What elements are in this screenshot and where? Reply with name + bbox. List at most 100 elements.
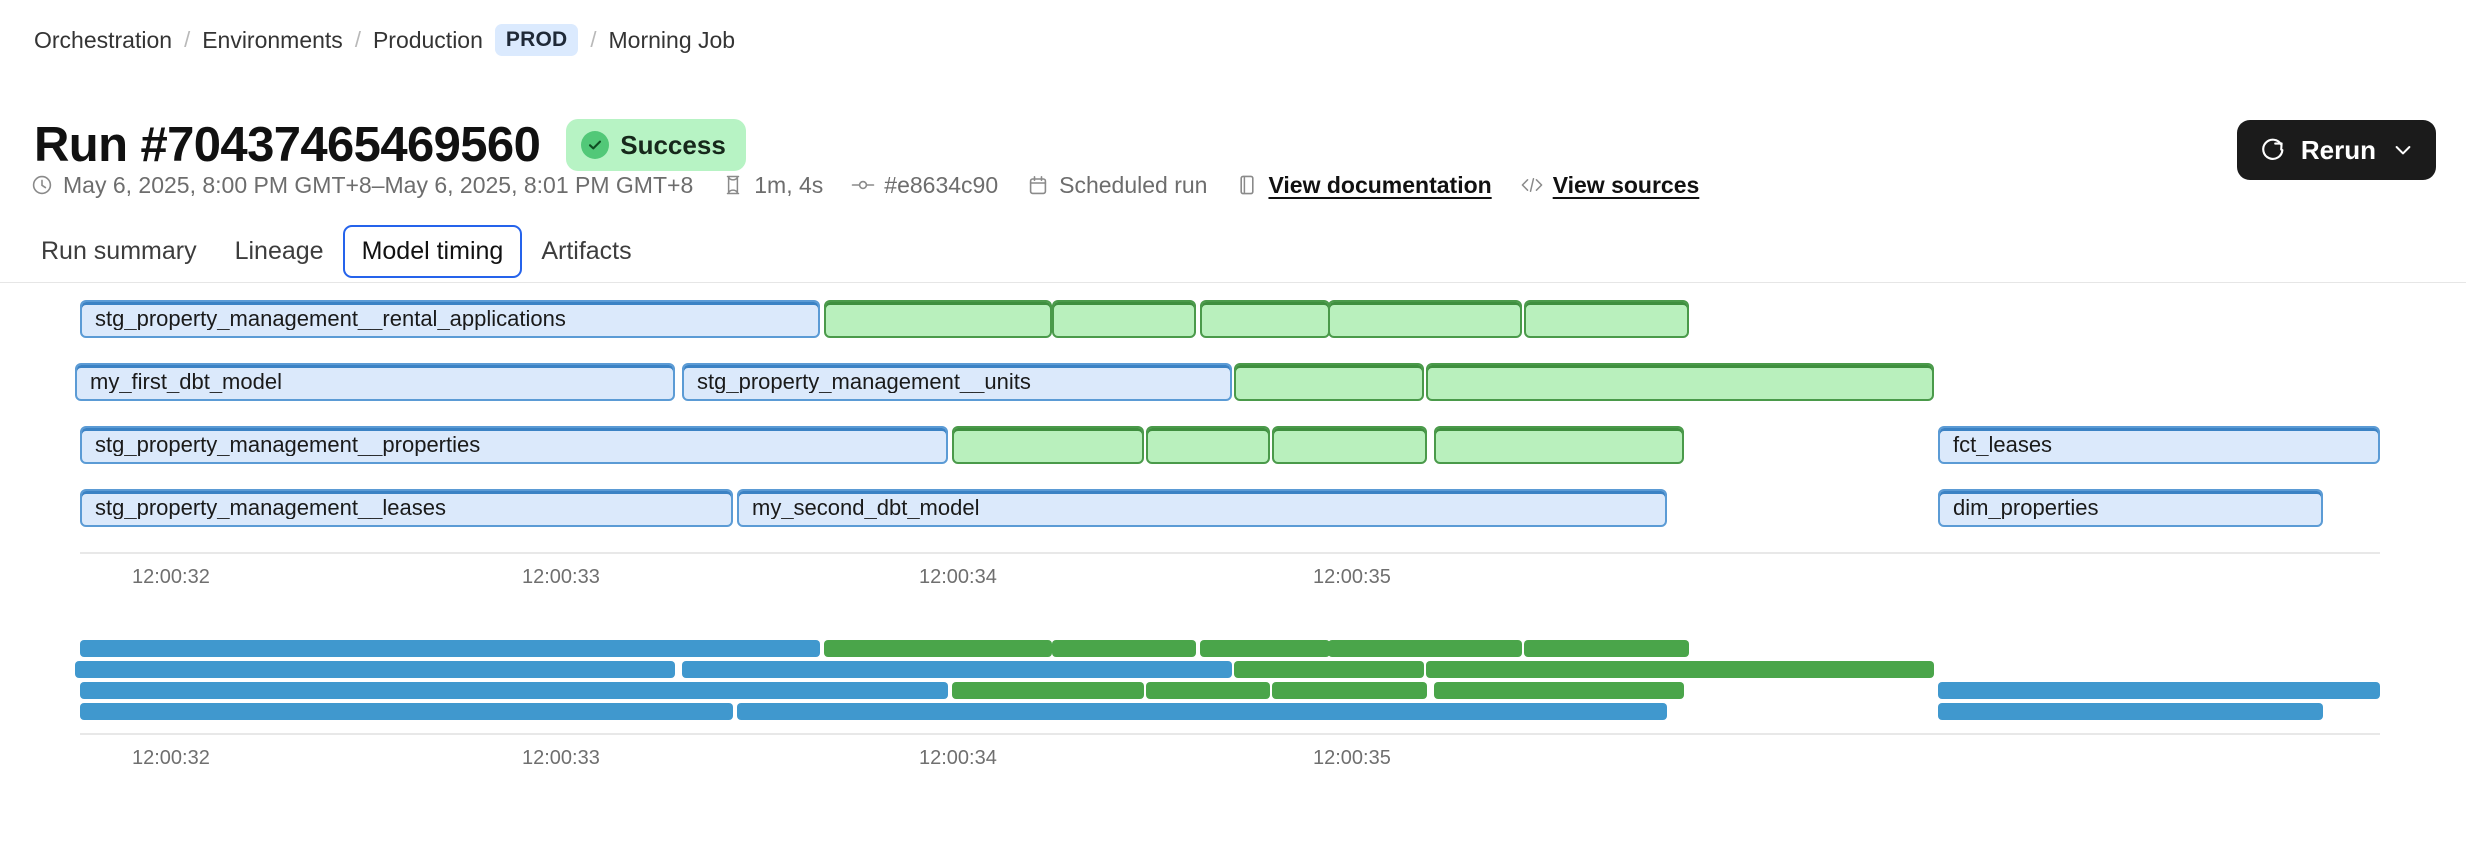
gantt-bar-model[interactable]: my_second_dbt_model [737, 489, 1667, 527]
minimap-row [0, 661, 2466, 682]
gantt-bar-test[interactable] [1146, 426, 1270, 464]
tab-model-timing[interactable]: Model timing [342, 224, 523, 278]
minimap-row [0, 682, 2466, 703]
axis-tick-label: 12:00:34 [919, 747, 997, 769]
breadcrumb-item-environments[interactable]: Environments [202, 26, 343, 53]
gantt-bar-label: my_first_dbt_model [90, 371, 282, 393]
status-label: Success [620, 129, 726, 160]
rerun-button[interactable]: Rerun [2236, 120, 2436, 180]
gantt-bar-test[interactable] [1234, 363, 1424, 401]
book-icon [1235, 173, 1259, 197]
meta-sources[interactable]: View sources [1520, 171, 1700, 199]
check-circle-icon [581, 131, 610, 160]
chevron-down-icon[interactable] [2392, 139, 2414, 161]
gantt-bar-test[interactable] [1524, 300, 1689, 338]
gantt-bar-model[interactable]: my_first_dbt_model [75, 363, 675, 401]
gantt-bar-label: my_second_dbt_model [752, 497, 980, 519]
gantt-bar-test[interactable] [1434, 426, 1684, 464]
minimap-bar-test[interactable] [1426, 661, 1934, 678]
meta-documentation[interactable]: View documentation [1235, 171, 1492, 199]
view-documentation-link[interactable]: View documentation [1268, 171, 1492, 198]
rerun-label: Rerun [2300, 134, 2376, 165]
gantt-bar-model[interactable]: stg_property_management__units [682, 363, 1232, 401]
gantt-bar-test[interactable] [1426, 363, 1934, 401]
breadcrumb-item-orchestration[interactable]: Orchestration [34, 26, 173, 53]
gantt-bar-label: fct_leases [1953, 434, 2053, 456]
gantt-bar-test[interactable] [1272, 426, 1427, 464]
minimap-bar-model[interactable] [682, 661, 1232, 678]
gantt-bar-model[interactable]: stg_property_management__rental_applicat… [80, 300, 820, 338]
minimap-bar-model[interactable] [1938, 682, 2380, 699]
tab-bar-divider [0, 282, 2466, 283]
axis-tick-label: 12:00:35 [1313, 566, 1391, 588]
time-axis-minimap: 12:00:32 12:00:33 12:00:34 12:00:35 [0, 733, 2466, 775]
model-timing-gantt: stg_property_management__rental_applicat… [0, 300, 2466, 594]
code-icon [1520, 173, 1544, 197]
minimap-bar-test[interactable] [1146, 682, 1270, 699]
title-row: Run #70437465469560 Success [34, 88, 746, 203]
gantt-bar-test[interactable] [1200, 300, 1330, 338]
gantt-row: my_first_dbt_model stg_property_managemen… [0, 363, 2466, 426]
minimap-bar-model[interactable] [737, 703, 1667, 720]
minimap-bar-test[interactable] [1234, 661, 1424, 678]
gantt-row: stg_property_management__rental_applicat… [0, 300, 2466, 363]
minimap-bar-test[interactable] [824, 640, 1052, 657]
minimap-bar-test[interactable] [1328, 640, 1522, 657]
breadcrumb-separator: / [184, 27, 191, 52]
meta-trigger: Scheduled run [1026, 172, 1207, 199]
tab-bar: Run summary Lineage Model timing Artifac… [22, 220, 651, 282]
breadcrumb-item-morning-job[interactable]: Morning Job [608, 26, 736, 53]
breadcrumb-item-production[interactable]: Production [372, 26, 483, 53]
gantt-bar-model[interactable]: stg_property_management__leases [80, 489, 733, 527]
axis-line [80, 552, 2380, 554]
view-sources-link[interactable]: View sources [1552, 171, 1700, 198]
gantt-bar-label: dim_properties [1953, 497, 2099, 519]
axis-tick-label: 12:00:35 [1313, 747, 1391, 769]
axis-tick-label: 12:00:33 [522, 747, 600, 769]
minimap-bar-model[interactable] [1938, 703, 2323, 720]
minimap-bar-test[interactable] [1200, 640, 1330, 657]
gantt-bar-model[interactable]: fct_leases [1938, 426, 2380, 464]
minimap-bar-test[interactable] [1524, 640, 1689, 657]
tab-lineage[interactable]: Lineage [234, 236, 324, 265]
tab-run-summary[interactable]: Run summary [41, 236, 197, 265]
page-title: Run #70437465469560 [34, 117, 541, 172]
minimap-bar-test[interactable] [1272, 682, 1427, 699]
meta-timerange-text: May 6, 2025, 8:00 PM GMT+8–May 6, 2025, … [63, 171, 694, 198]
minimap-bar-model[interactable] [80, 682, 948, 699]
axis-tick-label: 12:00:34 [919, 566, 997, 588]
meta-duration: 1m, 4s [721, 172, 823, 199]
gantt-bar-label: stg_property_management__units [697, 371, 1031, 393]
gantt-row: stg_property_management__properties fct_l… [0, 426, 2466, 489]
breadcrumb: Orchestration / Environments / Productio… [34, 24, 735, 56]
gantt-bar-label: stg_property_management__properties [95, 434, 481, 456]
meta-commit-text: #e8634c90 [884, 171, 999, 198]
meta-commit[interactable]: #e8634c90 [851, 172, 998, 199]
gantt-bar-test[interactable] [952, 426, 1144, 464]
gantt-bar-model[interactable]: stg_property_management__properties [80, 426, 948, 464]
axis-line [80, 733, 2380, 735]
time-axis-main: 12:00:32 12:00:33 12:00:34 12:00:35 [0, 552, 2466, 594]
minimap-bar-test[interactable] [1434, 682, 1684, 699]
tab-artifacts[interactable]: Artifacts [541, 236, 632, 265]
run-metadata: May 6, 2025, 8:00 PM GMT+8–May 6, 2025, … [30, 170, 1699, 200]
gantt-bar-test[interactable] [824, 300, 1052, 338]
breadcrumb-badge-prod[interactable]: PROD [494, 24, 579, 56]
minimap-row [0, 640, 2466, 661]
minimap-bar-test[interactable] [952, 682, 1144, 699]
gantt-bar-label: stg_property_management__leases [95, 497, 447, 519]
minimap-bar-model[interactable] [75, 661, 675, 678]
gantt-bar-test[interactable] [1052, 300, 1196, 338]
axis-tick-label: 12:00:32 [132, 566, 210, 588]
axis-tick-label: 12:00:32 [132, 747, 210, 769]
minimap-bar-model[interactable] [80, 640, 820, 657]
minimap-bar-model[interactable] [80, 703, 733, 720]
gantt-bar-model[interactable]: dim_properties [1938, 489, 2323, 527]
meta-timerange: May 6, 2025, 8:00 PM GMT+8–May 6, 2025, … [30, 172, 693, 199]
axis-tick-label: 12:00:33 [522, 566, 600, 588]
status-badge: Success [566, 119, 746, 172]
gantt-bar-test[interactable] [1328, 300, 1522, 338]
minimap-bar-test[interactable] [1052, 640, 1196, 657]
breadcrumb-separator: / [590, 27, 597, 52]
